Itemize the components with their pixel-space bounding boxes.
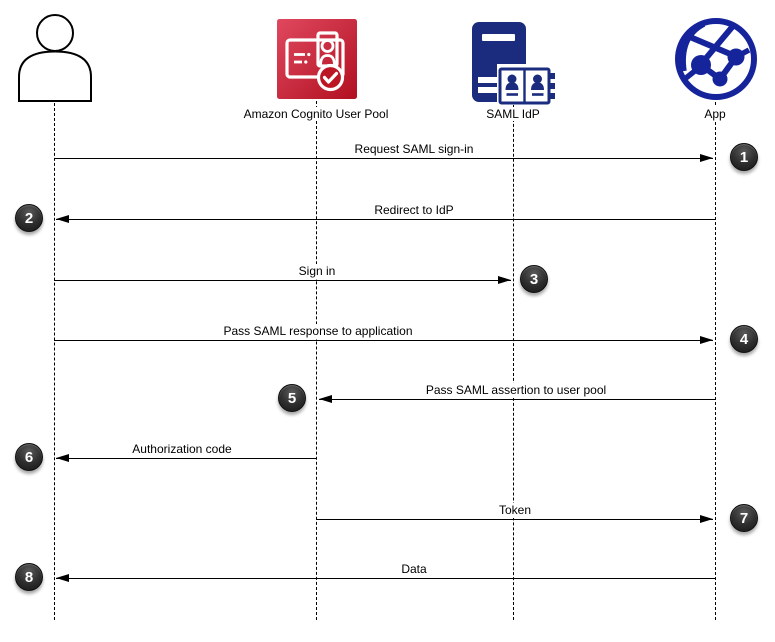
step-badge-7: 7 <box>730 504 758 532</box>
id-card-check-icon <box>277 19 357 99</box>
step-badge-5: 5 <box>278 384 306 412</box>
step-badge-1: 1 <box>730 143 758 171</box>
message-label: Token <box>495 503 535 518</box>
arrowhead-left-icon <box>56 454 69 462</box>
arrowhead-right-icon <box>498 276 511 284</box>
arrow-line <box>56 458 316 459</box>
message-label: Redirect to IdP <box>371 203 457 218</box>
step-badge-3: 3 <box>520 265 548 293</box>
step-badge-2: 2 <box>15 204 43 232</box>
lifeline-user <box>54 103 55 620</box>
arrow-line <box>319 399 715 400</box>
arrow-line <box>54 280 511 281</box>
step-badge-6: 6 <box>15 443 43 471</box>
arrowhead-left-icon <box>56 574 69 582</box>
arrow-line <box>56 219 715 220</box>
arrow-line <box>56 578 715 579</box>
arrowhead-left-icon <box>56 215 69 223</box>
arrow-line <box>54 340 713 341</box>
message-label: Request SAML sign-in <box>351 142 477 157</box>
person-icon <box>18 14 92 102</box>
arrowhead-right-icon <box>700 515 713 523</box>
server-directory-book-icon <box>472 22 555 105</box>
step-badge-4: 4 <box>730 325 758 353</box>
arrowhead-right-icon <box>700 154 713 162</box>
arrowhead-right-icon <box>700 336 713 344</box>
message-label: Data <box>398 562 430 577</box>
message-label: Pass SAML response to application <box>220 324 416 339</box>
actor-label-idp: SAML IdP <box>483 107 543 121</box>
lifeline-idp <box>513 104 514 620</box>
message-label: Authorization code <box>129 442 235 457</box>
globe-network-icon <box>675 18 757 100</box>
message-label: Pass SAML assertion to user pool <box>422 383 610 398</box>
lifeline-app <box>715 102 716 620</box>
lifeline-cognito <box>316 101 317 620</box>
arrow-line <box>54 158 713 159</box>
arrow-line <box>316 519 713 520</box>
arrowhead-left-icon <box>319 395 332 403</box>
actor-label-cognito: Amazon Cognito User Pool <box>240 107 392 121</box>
actor-label-app: App <box>701 107 729 121</box>
step-badge-8: 8 <box>15 563 43 591</box>
message-label: Sign in <box>295 264 339 279</box>
